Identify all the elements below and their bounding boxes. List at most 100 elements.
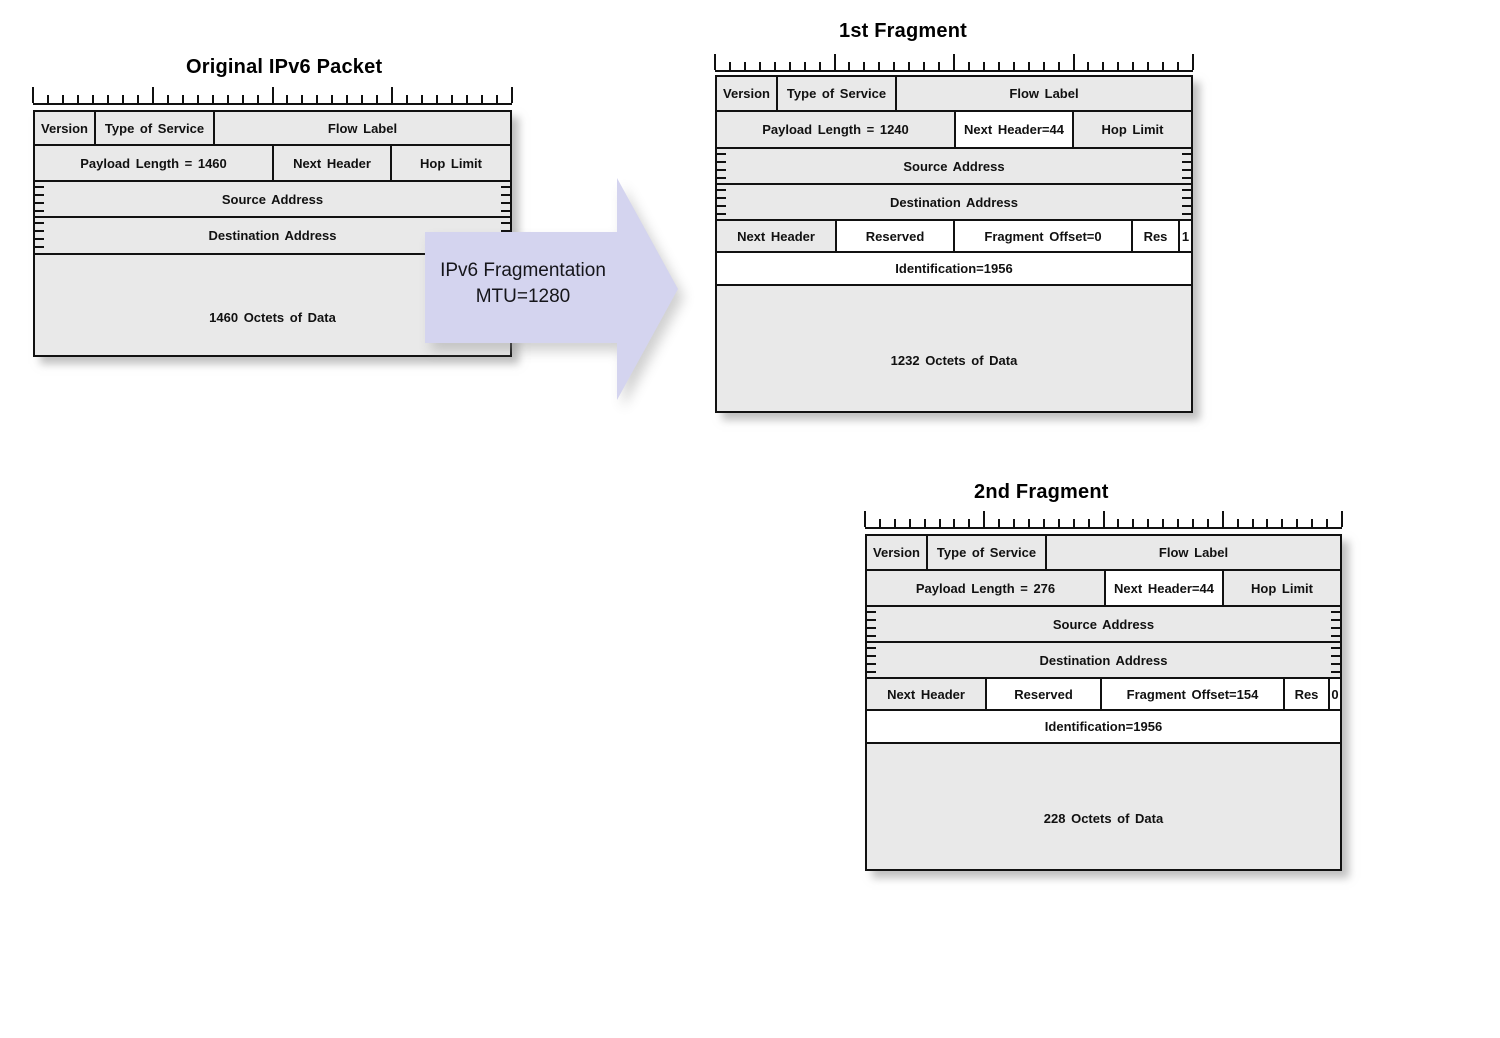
ruler-tick	[714, 54, 716, 70]
field-next-header: Next Header=44	[956, 112, 1074, 147]
field-payload-length: Payload Length = 1460	[35, 146, 274, 180]
bit-ruler	[714, 53, 1194, 72]
fragment-header-row: Next Header Reserved Fragment Offset=154…	[867, 679, 1340, 711]
field-m-flag: 0	[1330, 679, 1340, 709]
field-source-address: Source Address	[867, 607, 1340, 641]
ruler-tick	[833, 54, 836, 70]
ruler-tick	[728, 62, 731, 70]
ruler-tick	[1042, 62, 1045, 70]
ruler-tick	[496, 95, 499, 103]
ruler-tick	[1027, 62, 1030, 70]
field-type-of-service: Type of Service	[778, 77, 897, 110]
ruler-tick	[893, 62, 896, 70]
ruler-tick	[1132, 519, 1135, 527]
ruler-tick	[1057, 62, 1060, 70]
field-version: Version	[717, 77, 778, 110]
fragment-header-row: Next Header Reserved Fragment Offset=0 R…	[717, 221, 1191, 253]
arrow-shape	[425, 178, 678, 400]
ruler-tick	[481, 95, 484, 103]
ruler-tick	[864, 511, 866, 527]
ruler-tick	[346, 95, 349, 103]
payload-data-row: 228 Octets of Data	[867, 744, 1340, 869]
ruler-tick	[967, 62, 970, 70]
ruler-tick	[1236, 519, 1239, 527]
ruler-tick	[286, 95, 289, 103]
field-identification: Identification=1956	[717, 253, 1191, 284]
ruler-tick	[758, 62, 761, 70]
ruler-tick	[1057, 519, 1060, 527]
ruler-tick	[511, 87, 513, 103]
ruler-tick	[1281, 519, 1284, 527]
ruler-tick	[1072, 519, 1075, 527]
ruler-tick	[301, 95, 304, 103]
ruler-tick	[1251, 519, 1254, 527]
ruler-tick	[863, 62, 866, 70]
ruler-tick	[998, 519, 1001, 527]
ruler-tick	[1162, 62, 1165, 70]
ruler-tick	[1012, 62, 1015, 70]
ruler-tick	[1177, 519, 1180, 527]
source-address-row: Source Address	[717, 149, 1191, 185]
ruler-tick	[953, 519, 956, 527]
arrow-label: IPv6 Fragmentation MTU=1280	[427, 258, 619, 310]
field-fragment-offset: Fragment Offset=154	[1102, 679, 1285, 709]
field-type-of-service: Type of Service	[928, 536, 1047, 569]
bit-ruler	[32, 86, 513, 105]
field-hop-limit: Hop Limit	[392, 146, 510, 180]
first-fragment: Version Type of Service Flow Label Paylo…	[715, 75, 1193, 413]
ruler-tick	[331, 95, 334, 103]
source-address-row: Source Address	[867, 607, 1340, 643]
ruler-tick	[1192, 54, 1194, 70]
second-fragment: Version Type of Service Flow Label Paylo…	[865, 534, 1342, 871]
ruler-tick	[1042, 519, 1045, 527]
ruler-tick	[893, 519, 896, 527]
ruler-tick	[1221, 511, 1224, 527]
field-version: Version	[867, 536, 928, 569]
ruler-tick	[878, 519, 881, 527]
field-fragment-next-header: Next Header	[867, 679, 987, 709]
ruler-tick	[1072, 54, 1075, 70]
ruler-tick	[773, 62, 776, 70]
ruler-tick	[1027, 519, 1030, 527]
source-address-row: Source Address	[35, 182, 510, 218]
ruler-tick	[788, 62, 791, 70]
ruler-tick	[1117, 519, 1120, 527]
ruler-tick	[121, 95, 124, 103]
header-row-1: Version Type of Service Flow Label	[717, 77, 1191, 112]
ruler-tick	[968, 519, 971, 527]
ruler-tick	[61, 95, 64, 103]
identification-row: Identification=1956	[867, 711, 1340, 744]
packet-title: 1st Fragment	[839, 20, 967, 42]
ruler-tick	[1177, 62, 1180, 70]
ruler-tick	[361, 95, 364, 103]
field-version: Version	[35, 112, 96, 144]
field-flow-label: Flow Label	[1047, 536, 1340, 569]
field-data: 228 Octets of Data	[867, 744, 1340, 869]
ruler-tick	[848, 62, 851, 70]
destination-address-row: Destination Address	[867, 643, 1340, 679]
packet-title: Original IPv6 Packet	[186, 56, 383, 78]
ruler-tick	[421, 95, 424, 103]
ruler-tick	[818, 62, 821, 70]
ruler-tick	[953, 54, 955, 70]
field-payload-length: Payload Length = 1240	[717, 112, 956, 147]
ruler-tick	[743, 62, 746, 70]
ruler-tick	[997, 62, 1000, 70]
arrow-label-line2: MTU=1280	[475, 286, 571, 307]
field-source-address: Source Address	[717, 149, 1191, 183]
field-res: Res	[1285, 679, 1330, 709]
field-reserved: Reserved	[837, 221, 955, 251]
header-row-1: Version Type of Service Flow Label	[867, 536, 1340, 571]
ruler-tick	[1147, 519, 1150, 527]
ruler-tick	[983, 511, 986, 527]
ruler-tick	[1147, 62, 1150, 70]
ruler-tick	[908, 519, 911, 527]
field-hop-limit: Hop Limit	[1224, 571, 1340, 605]
ruler-tick	[1162, 519, 1165, 527]
field-source-address: Source Address	[35, 182, 510, 216]
ruler-tick	[1087, 62, 1090, 70]
ruler-tick	[1102, 62, 1105, 70]
ruler-tick	[226, 95, 229, 103]
ruler-tick	[1117, 62, 1120, 70]
